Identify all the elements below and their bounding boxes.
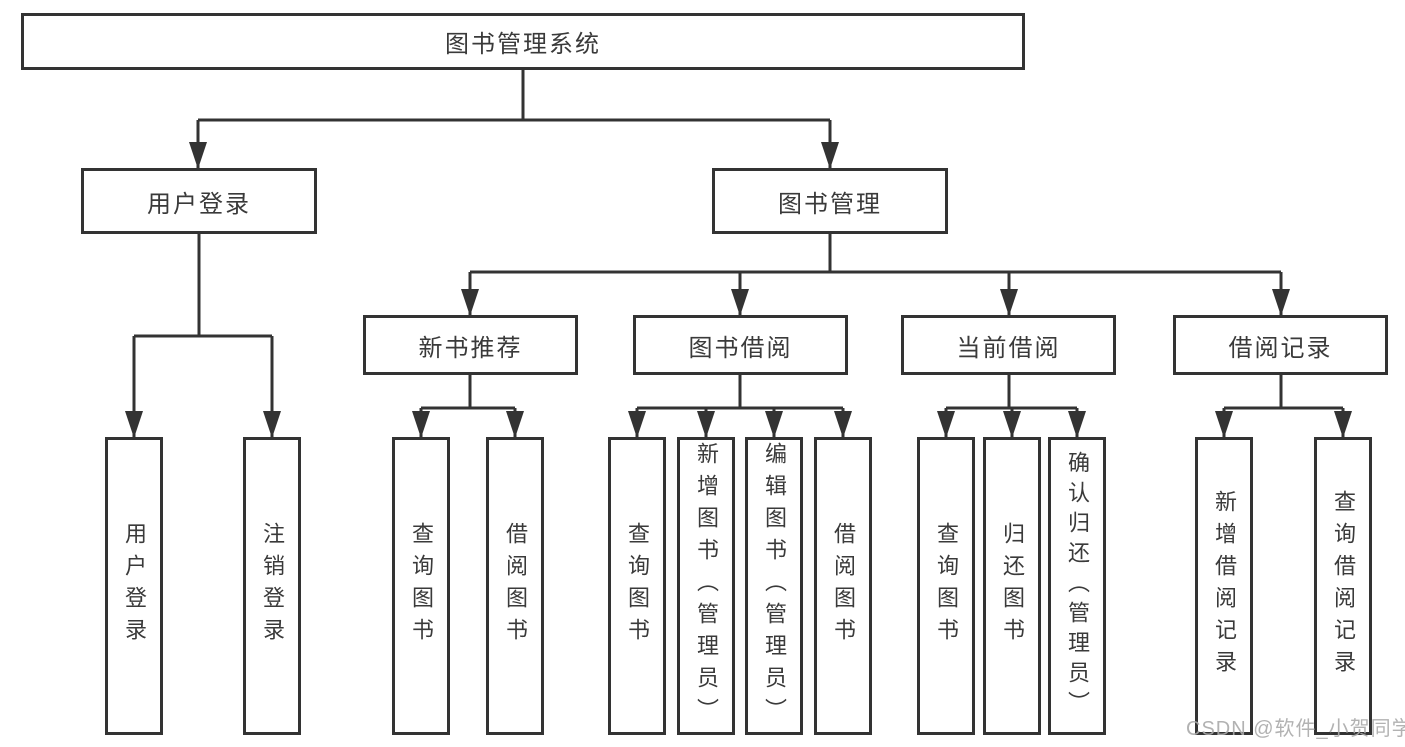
leaf-borrow-books-recommend-label: 借阅图书 bbox=[503, 522, 528, 650]
node-book-borrow: 图书借阅 bbox=[633, 315, 848, 375]
leaf-query-books-recommend-label: 查询图书 bbox=[409, 522, 434, 650]
leaf-query-books-borrow-label: 查询图书 bbox=[625, 522, 650, 650]
leaf-query-borrow-record-label: 查询借阅记录 bbox=[1331, 490, 1356, 682]
leaf-add-borrow-record: 新增借阅记录 bbox=[1195, 437, 1253, 735]
node-user-login: 用户登录 bbox=[81, 168, 317, 234]
leaf-add-book-admin: 新增图书（管理员） bbox=[677, 437, 735, 735]
leaf-borrow-books-recommend: 借阅图书 bbox=[486, 437, 544, 735]
node-new-book-recommend: 新书推荐 bbox=[363, 315, 578, 375]
node-book-management-label: 图书管理 bbox=[778, 190, 882, 218]
leaf-confirm-return-admin-label: 确认归还（管理员） bbox=[1065, 451, 1090, 721]
leaf-query-books-current: 查询图书 bbox=[917, 437, 975, 735]
leaf-add-borrow-record-label: 新增借阅记录 bbox=[1212, 490, 1237, 682]
node-borrow-records-label: 借阅记录 bbox=[1228, 334, 1333, 362]
node-root-system-label: 图书管理系统 bbox=[445, 31, 601, 58]
leaf-user-login: 用户登录 bbox=[105, 437, 163, 735]
node-current-borrow: 当前借阅 bbox=[901, 315, 1116, 375]
leaf-edit-book-admin: 编辑图书（管理员） bbox=[745, 437, 803, 735]
node-root-system: 图书管理系统 bbox=[21, 13, 1025, 70]
leaf-edit-book-admin-label: 编辑图书（管理员） bbox=[762, 442, 787, 730]
leaf-query-borrow-record: 查询借阅记录 bbox=[1314, 437, 1372, 735]
node-user-login-label: 用户登录 bbox=[147, 190, 251, 218]
leaf-add-book-admin-label: 新增图书（管理员） bbox=[694, 442, 719, 730]
leaf-logout: 注销登录 bbox=[243, 437, 301, 735]
leaf-borrow-books-borrow: 借阅图书 bbox=[814, 437, 872, 735]
node-book-management: 图书管理 bbox=[712, 168, 948, 234]
leaf-return-book: 归还图书 bbox=[983, 437, 1041, 735]
node-new-book-recommend-label: 新书推荐 bbox=[418, 334, 523, 362]
node-book-borrow-label: 图书借阅 bbox=[688, 334, 793, 362]
leaf-borrow-books-borrow-label: 借阅图书 bbox=[831, 522, 856, 650]
leaf-query-books-current-label: 查询图书 bbox=[934, 522, 959, 650]
leaf-logout-label: 注销登录 bbox=[260, 522, 285, 650]
leaf-query-books-borrow: 查询图书 bbox=[608, 437, 666, 735]
leaf-return-book-label: 归还图书 bbox=[1000, 522, 1025, 650]
node-current-borrow-label: 当前借阅 bbox=[956, 334, 1061, 362]
leaf-query-books-recommend: 查询图书 bbox=[392, 437, 450, 735]
leaf-user-login-label: 用户登录 bbox=[122, 522, 147, 650]
leaf-confirm-return-admin: 确认归还（管理员） bbox=[1048, 437, 1106, 735]
node-borrow-records: 借阅记录 bbox=[1173, 315, 1388, 375]
csdn-watermark: CSDN @软件_小贺同学 bbox=[1186, 718, 1405, 740]
